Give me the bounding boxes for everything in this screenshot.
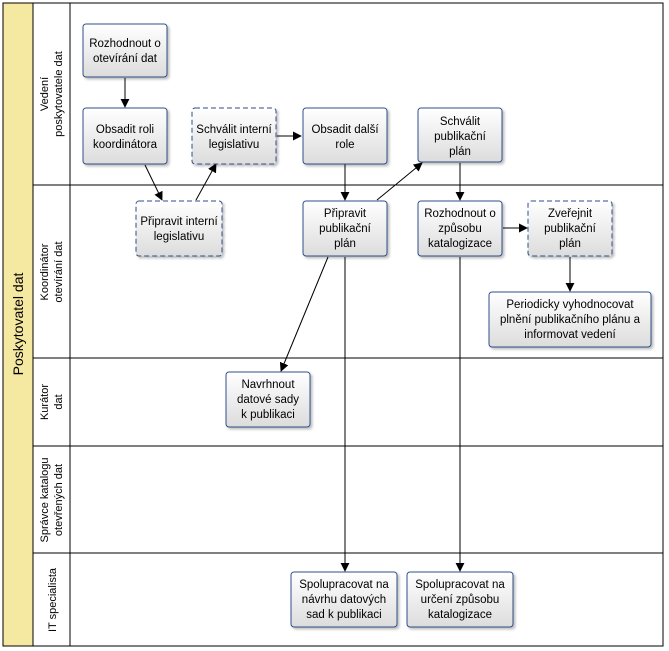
lane-label-line: IT specialista <box>47 567 59 632</box>
task-label: určení způsobu <box>421 594 500 606</box>
lane-label-koordinator: Koordinátor otevírání dat <box>39 241 65 302</box>
task-box <box>302 200 388 257</box>
task-periodicky-vyhodnocovat[interactable]: Periodicky vyhodnocovat plnění publikačn… <box>488 291 652 348</box>
task-pripravit-interni-legislativu[interactable]: Připravit interní legislativu <box>135 200 223 257</box>
task-label: informovat vedení <box>524 329 616 341</box>
task-label: k publikaci <box>241 409 295 421</box>
task-spolupracovat-na-navrhu[interactable]: Spolupracovat na návrhu datových sad k p… <box>290 571 398 628</box>
task-label: legislativu <box>209 139 260 151</box>
flow-t7-t5 <box>376 162 423 201</box>
task-box <box>135 200 223 257</box>
task-pripravit-publikacni-plan[interactable]: Připravit publikační plán <box>302 200 388 257</box>
task-label: publikační <box>544 223 597 235</box>
lane-label-it: IT specialista <box>47 567 59 632</box>
task-label: katalogizace <box>428 609 492 621</box>
task-label: sad k publikaci <box>306 609 381 621</box>
flow-t2-t6 <box>144 164 163 201</box>
task-label: Připravit <box>324 208 367 220</box>
task-label: plán <box>559 238 581 250</box>
flows <box>120 78 575 572</box>
task-zverejnit-publikacni-plan[interactable]: Zveřejnit publikační plán <box>527 200 613 257</box>
task-label: Navrhnout <box>241 379 295 391</box>
task-label: plnění publikačního plánu a <box>500 314 641 326</box>
task-spolupracovat-na-urceni[interactable]: Spolupracovat na určení způsobu katalogi… <box>406 571 514 628</box>
task-box <box>82 107 168 165</box>
lane-label-spravce: Správce katalogu otevřených dat <box>39 458 65 543</box>
lane-label-kurator: Kurátor dat <box>39 384 65 420</box>
task-schvalit-interni-legislativu[interactable]: Schválit interní legislativu <box>191 107 277 165</box>
lane-label-line: Kurátor <box>39 384 51 420</box>
task-box <box>302 107 388 165</box>
task-rozhodnout-o-zpusobu-katalogizace[interactable]: Rozhodnout o způsobu katalogizace <box>417 200 503 257</box>
task-label: publikační <box>434 131 487 143</box>
task-label: plán <box>334 238 356 250</box>
flow-t7-t11 <box>279 256 329 372</box>
task-label: Rozhodnout o <box>424 208 496 220</box>
task-label: Schválit <box>440 116 481 128</box>
lane-label-line: otevírání dat <box>53 241 65 302</box>
lane-label-line: Správce katalogu <box>39 458 51 543</box>
task-label: Spolupracovat na <box>415 579 505 591</box>
task-box <box>417 200 503 257</box>
task-label: katalogizace <box>428 238 492 250</box>
task-label: otevírání dat <box>93 53 158 65</box>
task-label: legislativu <box>154 231 205 243</box>
task-label: publikační <box>319 223 372 235</box>
task-label: koordinátora <box>93 139 158 151</box>
task-label: způsobu <box>438 223 481 235</box>
task-label: návrhu datových <box>302 594 386 606</box>
lane-label-line: dat <box>53 394 65 409</box>
task-label: Periodicky vyhodnocovat <box>506 299 634 311</box>
task-box <box>417 107 503 163</box>
task-label: Obsadit roli <box>96 124 154 136</box>
task-box <box>225 371 311 428</box>
task-label: Rozhodnout o <box>89 38 161 50</box>
pool-title: Poskytovatel dat <box>10 273 26 376</box>
lane-label-line: poskytovatele dat <box>53 51 65 137</box>
task-label: Schválit interní <box>196 124 272 136</box>
pool-title-bar <box>2 2 34 647</box>
task-label: datové sady <box>237 394 299 406</box>
task-box <box>488 291 652 348</box>
task-box <box>290 571 398 628</box>
task-rozhodnout-o-otevirani-dat[interactable]: Rozhodnout o otevírání dat <box>82 23 168 78</box>
task-obsadit-dalsi-role[interactable]: Obsadit další role <box>302 107 388 165</box>
task-box <box>82 23 168 78</box>
task-label: role <box>335 139 354 151</box>
flow-t6-t3 <box>195 163 217 201</box>
lane-label-vedeni: Vedení poskytovatele dat <box>39 51 65 137</box>
task-label: Obsadit další <box>311 124 379 136</box>
task-navrhnout-datove-sady[interactable]: Navrhnout datové sady k publikaci <box>225 371 311 428</box>
task-obsadit-roli-koordinatora[interactable]: Obsadit roli koordinátora <box>82 107 168 165</box>
lane-label-line: otevřených dat <box>53 464 65 536</box>
task-label: plán <box>449 146 471 158</box>
task-box <box>527 200 613 257</box>
task-box <box>191 107 277 165</box>
task-label: Připravit interní <box>140 216 218 228</box>
task-box <box>406 571 514 628</box>
lane-label-line: Vedení <box>39 77 51 111</box>
task-schvalit-publikacni-plan[interactable]: Schválit publikační plán <box>417 107 503 163</box>
lane-label-line: Koordinátor <box>39 243 51 300</box>
task-label: Spolupracovat na <box>299 579 389 591</box>
task-label: Zveřejnit <box>548 208 593 220</box>
